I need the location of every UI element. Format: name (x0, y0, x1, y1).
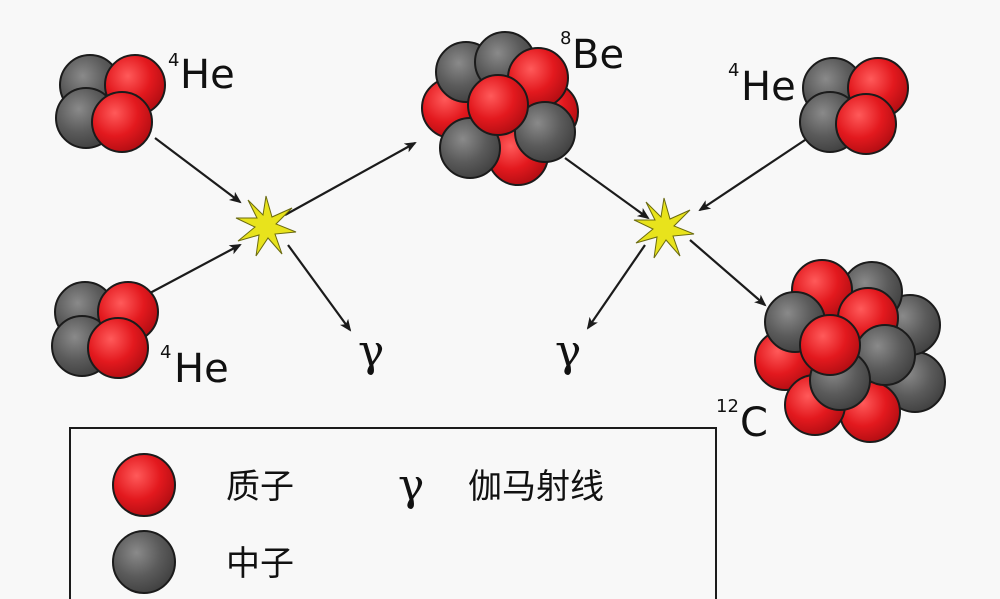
legend-gamma-symbol: γ (398, 460, 424, 511)
nucleus-he4-top-left (55, 54, 166, 153)
arrow-star-to-carbon (689, 239, 767, 307)
arrow-he-bottom-to-star (149, 244, 242, 294)
label-c12: 12 C (716, 396, 768, 446)
label-he4-top-right: 4 He (728, 60, 796, 110)
element-symbol: He (174, 346, 229, 392)
legend-neutron-label: 中子 (226, 544, 294, 584)
arrow-be-to-star (564, 157, 650, 220)
mass-number: 4 (168, 50, 179, 71)
arrow-star-to-gamma-right (586, 244, 646, 330)
nucleus-c12 (754, 259, 946, 443)
label-be8: 8 Be (560, 28, 624, 78)
nucleus-be8 (421, 31, 579, 186)
legend-border (69, 427, 717, 599)
nucleus-he4-top-right (799, 57, 909, 155)
legend-proton-swatch (112, 453, 176, 517)
gamma-ray-left: γ (358, 326, 384, 377)
arrow-he-right-to-star (698, 139, 806, 212)
mass-number: 4 (728, 60, 739, 81)
label-he4-bottom-left: 4 He (160, 342, 229, 392)
element-symbol: C (740, 400, 768, 446)
legend-gamma-label: 伽马射线 (468, 467, 604, 507)
mass-number: 8 (560, 28, 571, 49)
legend-proton-label: 质子 (226, 467, 294, 507)
fusion-star-left (235, 195, 297, 257)
label-he4-top-left: 4 He (168, 50, 235, 98)
reaction-arrows (149, 137, 806, 332)
arrow-star-to-be (284, 142, 417, 216)
element-symbol: He (741, 64, 796, 110)
fusion-star-right (633, 197, 695, 259)
element-symbol: He (180, 52, 235, 98)
element-symbol: Be (572, 32, 624, 78)
arrow-he-top-to-star (154, 137, 242, 204)
mass-number: 12 (716, 396, 739, 417)
legend: 质子 γ 伽马射线 中子 (69, 427, 717, 599)
nucleus-he4-bottom-left (51, 281, 159, 379)
mass-number: 4 (160, 342, 171, 363)
arrow-star-to-gamma-left (287, 244, 352, 332)
gamma-ray-right: γ (555, 326, 581, 377)
legend-neutron-swatch (112, 530, 176, 594)
